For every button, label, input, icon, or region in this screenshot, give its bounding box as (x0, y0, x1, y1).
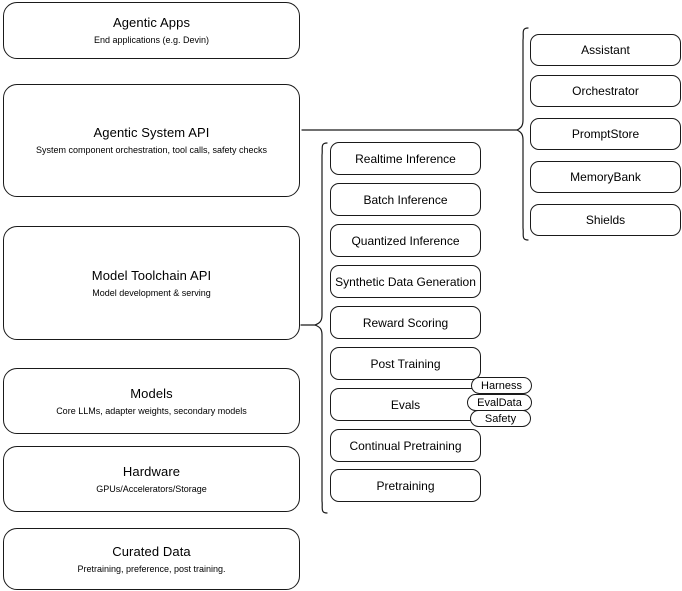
capability-reward-scoring[interactable]: Reward Scoring (330, 306, 481, 339)
component-label: Orchestrator (572, 84, 639, 98)
layer-curated-data[interactable]: Curated Data Pretraining, preference, po… (3, 528, 300, 590)
capability-pretraining[interactable]: Pretraining (330, 469, 481, 502)
layer-title: Models (130, 385, 173, 401)
component-label: PromptStore (571, 127, 640, 141)
capability-synthetic-data-generation[interactable]: Synthetic Data Generation (330, 265, 481, 298)
layer-subtitle: End applications (e.g. Devin) (93, 35, 210, 45)
eval-badge-label: Harness (481, 379, 522, 392)
capability-evals[interactable]: Evals (330, 388, 481, 421)
layer-subtitle: Core LLMs, adapter weights, secondary mo… (56, 405, 247, 416)
layer-subtitle: System component orchestration, tool cal… (35, 145, 268, 155)
component-orchestrator[interactable]: Orchestrator (530, 75, 681, 107)
capability-label: Evals (390, 397, 421, 412)
layer-agentic-system-api[interactable]: Agentic System API System component orch… (3, 84, 300, 197)
layer-model-toolchain-api[interactable]: Model Toolchain API Model development & … (3, 226, 300, 340)
layer-title: Agentic System API (93, 125, 210, 140)
layer-subtitle: Model development & serving (92, 287, 211, 298)
layer-title: Hardware (122, 463, 181, 479)
capability-post-training[interactable]: Post Training (330, 347, 481, 380)
layer-title: Curated Data (112, 543, 191, 559)
capability-label: Synthetic Data Generation (335, 274, 476, 289)
component-promptstore[interactable]: PromptStore (530, 118, 681, 150)
capability-label: Post Training (370, 356, 441, 371)
layer-title: Model Toolchain API (91, 267, 212, 283)
eval-badge-label: EvalData (477, 396, 522, 409)
capability-label: Realtime Inference (355, 151, 456, 166)
component-memorybank[interactable]: MemoryBank (530, 161, 681, 193)
layer-agentic-apps[interactable]: Agentic Apps End applications (e.g. Devi… (3, 2, 300, 59)
capability-label: Quantized Inference (351, 233, 460, 248)
component-shields[interactable]: Shields (530, 204, 681, 236)
eval-badge-label: Safety (484, 412, 517, 425)
layer-models[interactable]: Models Core LLMs, adapter weights, secon… (3, 368, 300, 434)
component-label: Assistant (581, 43, 630, 57)
brace-capabilities (314, 142, 328, 514)
component-label: MemoryBank (570, 170, 641, 184)
brace-components (516, 27, 529, 241)
layer-subtitle: GPUs/Accelerators/Storage (96, 483, 207, 494)
capability-label: Pretraining (376, 478, 435, 493)
layer-hardware[interactable]: Hardware GPUs/Accelerators/Storage (3, 446, 300, 512)
layer-title: Agentic Apps (112, 15, 191, 30)
capability-batch-inference[interactable]: Batch Inference (330, 183, 481, 216)
layer-subtitle: Pretraining, preference, post training. (77, 563, 226, 574)
eval-badge-harness[interactable]: Harness (471, 377, 532, 394)
capability-realtime-inference[interactable]: Realtime Inference (330, 142, 481, 175)
capability-label: Reward Scoring (362, 315, 449, 330)
eval-badge-safety[interactable]: Safety (470, 410, 531, 427)
capability-label: Batch Inference (363, 192, 448, 207)
capability-continual-pretraining[interactable]: Continual Pretraining (330, 429, 481, 462)
capability-quantized-inference[interactable]: Quantized Inference (330, 224, 481, 257)
capability-label: Continual Pretraining (349, 438, 462, 453)
component-label: Shields (585, 213, 626, 227)
eval-badge-evaldata[interactable]: EvalData (467, 394, 532, 411)
component-assistant[interactable]: Assistant (530, 34, 681, 66)
